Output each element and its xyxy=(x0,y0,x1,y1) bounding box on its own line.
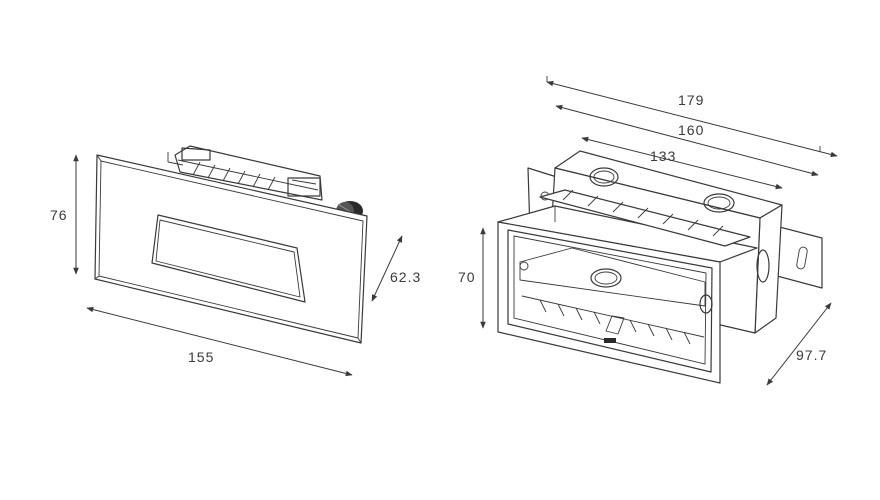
front-frame xyxy=(497,205,758,384)
dimension-label-160: 160 xyxy=(678,122,704,138)
dimension-label-62-3: 62.3 xyxy=(390,269,421,285)
rear-housing xyxy=(167,145,323,201)
dimension-box-depth: 97.7 xyxy=(766,302,832,386)
lower-rail xyxy=(521,295,705,345)
dimension-label-133: 133 xyxy=(650,148,676,164)
dimension-label-97-7: 97.7 xyxy=(796,347,827,363)
dimension-box-body-length: 133 xyxy=(581,136,783,190)
dimension-label-179: 179 xyxy=(678,92,704,108)
dimension-label-76: 76 xyxy=(50,207,68,223)
light-aperture xyxy=(151,214,306,303)
step-light-fixture xyxy=(94,145,368,344)
dimension-light-width: 155 xyxy=(86,306,353,377)
dimension-label-70: 70 xyxy=(458,269,476,285)
inner-cavity xyxy=(519,247,713,314)
dimension-light-height: 76 xyxy=(50,154,79,275)
upper-rail xyxy=(539,189,751,247)
dimension-box-overall-length: 179 xyxy=(546,76,838,158)
dimension-label-155: 155 xyxy=(188,349,214,365)
dimension-light-depth: 62.3 xyxy=(371,235,421,302)
dimension-box-height: 70 xyxy=(458,227,486,329)
